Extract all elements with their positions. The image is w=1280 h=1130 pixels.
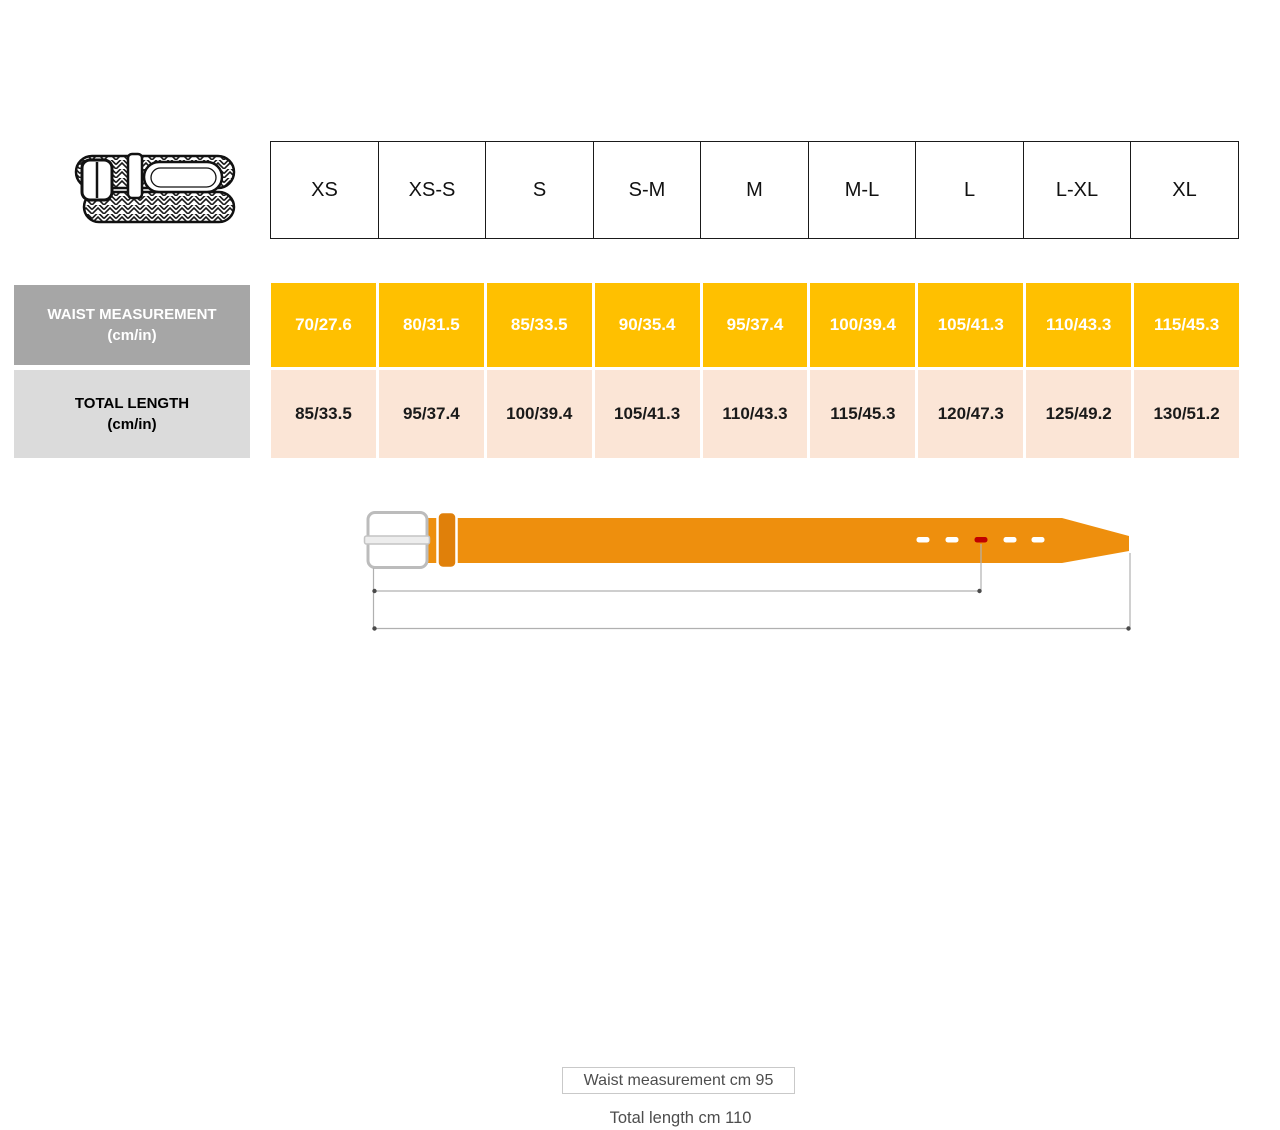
total-length-label-unit: (cm/in) (107, 416, 157, 433)
length-value-cell: 100/39.4 (486, 370, 592, 458)
belt-keeper (436, 510, 458, 570)
size-header-cell-xss: XS-S (377, 141, 487, 239)
braided-belt-illustration (68, 140, 252, 240)
length-value-cell: 120/47.3 (918, 370, 1024, 458)
size-word-label: SIZE (640, 1019, 708, 1042)
length-value-cell: 95/37.4 (378, 370, 484, 458)
total-length-label-text: TOTAL LENGTH (74, 395, 190, 412)
waist-measurement-label-text: WAIST MEASUREMENT (47, 306, 217, 323)
size-header-cell-sm: S-M (592, 141, 702, 239)
belt-strap (424, 518, 1129, 563)
belt-hole (1003, 537, 1017, 543)
belt-hole-selected (974, 537, 988, 543)
belt-hole (916, 537, 930, 543)
waist-value-cell: 90/35.4 (594, 283, 700, 367)
length-caption: Total length cm 110 (583, 1107, 778, 1130)
size-header-cell-lxl: L-XL (1022, 141, 1132, 239)
waist-value-cell: 85/33.5 (486, 283, 592, 367)
waist-value-cell: 105/41.3 (918, 283, 1024, 367)
waist-value-cell: 80/31.5 (378, 283, 484, 367)
total-length-row-label: TOTAL LENGTH (cm/in) (14, 370, 250, 458)
total-length-row: 85/33.5 95/37.4 100/39.4 105/41.3 110/43… (271, 370, 1240, 458)
waist-measurement-row-label: WAIST MEASUREMENT (cm/in) (14, 285, 250, 365)
waist-value-cell: 100/39.4 (810, 283, 916, 367)
size-value-label: M (719, 1017, 740, 1042)
waist-value-cell: 70/27.6 (271, 283, 376, 367)
waist-value-cell: 95/37.4 (702, 283, 808, 367)
length-value-cell: 85/33.5 (271, 370, 376, 458)
size-header-row: XS XS-S S S-M M M-L L L-XL XL (270, 141, 1239, 239)
length-value-cell: 110/43.3 (702, 370, 808, 458)
size-header-cell-xl: XL (1130, 141, 1239, 239)
waist-measurement-row: 70/27.6 80/31.5 85/33.5 90/35.4 95/37.4 … (271, 283, 1240, 367)
waist-measurement-label-unit: (cm/in) (107, 327, 157, 344)
belt-measurement-diagram: SIZE M Waist measurement cm 95 Total len… (0, 490, 1280, 1130)
length-value-cell: 105/41.3 (594, 370, 700, 458)
size-header-cell-ml: M-L (807, 141, 917, 239)
size-header-cell-s: S (485, 141, 594, 239)
braided-belt-icon (74, 152, 236, 224)
belt-buckle-prong (363, 535, 431, 545)
size-header-cell-xs: XS (270, 141, 379, 239)
waist-value-cell: 110/43.3 (1026, 283, 1132, 367)
size-header-cell-m: M (700, 141, 809, 239)
belt-hole (1031, 537, 1045, 543)
belt-diagram-graphic (363, 510, 1131, 631)
belt-size-text: SIZE M (595, 1017, 785, 1043)
belt-size-chart-page: XS XS-S S S-M M M-L L L-XL XL WAIST MEAS… (0, 140, 1280, 1130)
length-value-cell: 130/51.2 (1134, 370, 1240, 458)
measurement-guides (372, 544, 1131, 630)
waist-value-cell: 115/45.3 (1134, 283, 1240, 367)
length-value-cell: 115/45.3 (810, 370, 916, 458)
waist-caption-box: Waist measurement cm 95 (562, 1067, 795, 1094)
measure-endpoints (372, 588, 1131, 631)
length-value-cell: 125/49.2 (1026, 370, 1132, 458)
size-header-cell-l: L (915, 141, 1024, 239)
belt-hole (945, 537, 959, 543)
